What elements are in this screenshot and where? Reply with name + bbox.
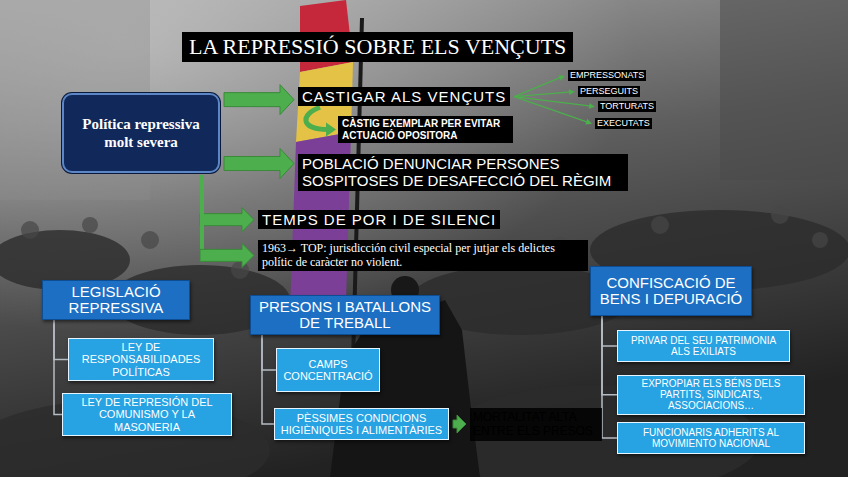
header-box: LEGISLACIÓ REPRESSIVA xyxy=(42,280,190,320)
connector xyxy=(200,175,254,267)
policy-box: Política repressiva molt severa xyxy=(62,93,220,173)
tree-line xyxy=(54,320,62,414)
node-text: POBLACIÓ DENUNCIAR PERSONES SOSPITOSES D… xyxy=(302,155,624,190)
tree-line xyxy=(54,320,68,359)
node-text: LEY DE REPRESIÓN DEL COMUNISMO Y LA MASO… xyxy=(66,396,228,433)
block-arrow xyxy=(200,243,254,267)
tree-line xyxy=(602,316,617,395)
connector xyxy=(602,316,617,346)
connector xyxy=(54,320,68,359)
arrow-head xyxy=(569,89,575,95)
tag-label: EMPRESSONATS xyxy=(568,70,646,81)
item-box: CAMPS CONCENTRACIÓ xyxy=(276,348,380,392)
node-text: TEMPS DE POR I DE SILENCI xyxy=(262,211,496,228)
arrow-head xyxy=(589,103,595,109)
header-box: CONFISCACIÓ DE BENS I DEPURACIÓ xyxy=(590,266,752,316)
text-band: TEMPS DE POR I DE SILENCI xyxy=(258,210,500,229)
tree-line xyxy=(602,316,617,346)
node-text: CONFISCACIÓ DE BENS I DEPURACIÓ xyxy=(595,275,747,307)
block-arrow xyxy=(224,149,294,179)
node-text: PÈSSIMES CONDICIONS HIGIÈNIQUES I ALIMEN… xyxy=(278,412,445,437)
tree-line xyxy=(602,316,617,438)
connector xyxy=(200,175,254,232)
connector xyxy=(262,335,276,371)
thin-arrow xyxy=(514,97,588,123)
node-text: EMPRESSONATS xyxy=(570,70,644,81)
tree-line xyxy=(262,335,274,425)
tag-label: EXECUTATS xyxy=(595,118,652,129)
connector xyxy=(514,97,595,109)
connector xyxy=(514,89,575,96)
text-band: CASTIGAR ALS VENÇUTS xyxy=(298,87,510,106)
connector xyxy=(453,415,466,433)
header-box: PRESONS I BATALLONS DE TREBALL xyxy=(250,295,440,335)
node-text: EXECUTATS xyxy=(597,118,650,129)
node-text: MORTALITAT ALTA ENTRE ELS PRESOS xyxy=(473,410,599,439)
text-band: CÀSTIG EXEMPLAR PER EVITAR ACTUACIÓ OPOS… xyxy=(338,116,513,143)
block-arrow xyxy=(200,208,254,232)
connector xyxy=(224,85,294,115)
result-band: MORTALITAT ALTA ENTRE ELS PRESOS xyxy=(470,408,602,441)
connector xyxy=(602,316,617,395)
connector xyxy=(514,97,592,125)
item-box: LEY DE REPRESIÓN DEL COMUNISMO Y LA MASO… xyxy=(62,393,232,436)
item-box: LEY DE RESPONSABILIDADES POLÍTICAS xyxy=(68,338,214,381)
text-band: 1963→ TOP: jurisdicción civil especial p… xyxy=(258,240,588,271)
node-text: LEY DE RESPONSABILIDADES POLÍTICAS xyxy=(72,341,210,378)
node-text: LEGISLACIÓ REPRESSIVA xyxy=(47,284,185,316)
block-arrow xyxy=(453,415,466,433)
node-text: CÀSTIG EXEMPLAR PER EVITAR ACTUACIÓ OPOS… xyxy=(342,118,509,141)
thin-arrow xyxy=(514,92,571,97)
connector xyxy=(262,335,274,425)
tag-label: TORTURATS xyxy=(598,101,656,112)
arrow-stem xyxy=(200,175,204,255)
thin-arrow xyxy=(514,97,591,107)
node-text: CASTIGAR ALS VENÇUTS xyxy=(302,88,506,105)
connector xyxy=(54,320,62,414)
node-text: Política repressiva molt severa xyxy=(72,115,210,151)
node-text: EXPROPIAR ELS BÉNS DELS PARTITS, SINDICA… xyxy=(621,378,801,412)
node-text: TORTURATS xyxy=(600,101,654,112)
item-box: PÈSSIMES CONDICIONS HIGIÈNIQUES I ALIMEN… xyxy=(274,408,449,440)
item-box: PRIVAR DEL SEU PATRIMONIA ALS EXILIATS xyxy=(617,330,790,362)
node-text: CAMPS CONCENTRACIÓ xyxy=(280,358,376,383)
title-band: LA REPRESSIÓ SOBRE ELS VENÇUTS xyxy=(182,32,573,62)
connector xyxy=(306,107,336,136)
tree-line xyxy=(262,335,276,371)
curved-arrow xyxy=(306,107,328,129)
tag-label: PERSEGUITS xyxy=(578,86,640,97)
item-box: EXPROPIAR ELS BÉNS DELS PARTITS, SINDICA… xyxy=(617,375,805,415)
node-text: PRESONS I BATALLONS DE TREBALL xyxy=(255,299,435,331)
item-box: FUNCIONARIS ADHERITS AL MOVIMIENTO NACIO… xyxy=(617,422,805,454)
connector xyxy=(602,316,617,438)
arrow-head xyxy=(585,119,592,125)
connector xyxy=(224,149,294,179)
node-text: 1963→ TOP: jurisdicción civil especial p… xyxy=(262,241,584,270)
arrow-head xyxy=(326,123,336,137)
node-text: PERSEGUITS xyxy=(580,86,638,97)
node-text: FUNCIONARIS ADHERITS AL MOVIMIENTO NACIO… xyxy=(621,427,801,449)
arrow-head xyxy=(558,75,565,81)
node-text: PRIVAR DEL SEU PATRIMONIA ALS EXILIATS xyxy=(621,335,786,357)
text-band: POBLACIÓ DENUNCIAR PERSONES SOSPITOSES D… xyxy=(298,154,628,191)
block-arrow xyxy=(224,85,294,115)
